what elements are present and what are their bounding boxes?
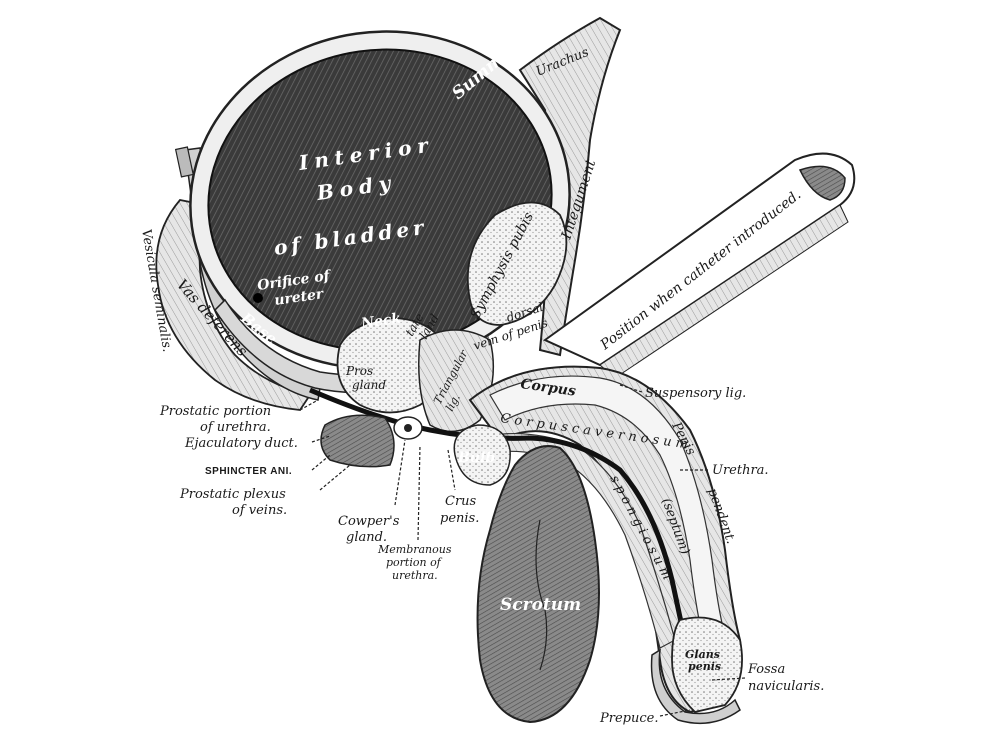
label-urethra: Urethra. <box>712 463 769 478</box>
label-membranous: Membranous <box>377 543 452 556</box>
leader-membranous <box>417 444 421 541</box>
leader-suspensory <box>619 384 643 393</box>
leader-prostatic-plexus <box>319 464 351 491</box>
leader-crus <box>447 449 456 491</box>
leader-cowpers <box>394 439 406 506</box>
scrotum-crease <box>535 519 548 671</box>
label-glans-penis: penis <box>688 660 721 673</box>
leader-prostatic-portion <box>299 399 319 411</box>
cowpers-gland-center <box>404 424 412 432</box>
label-navicularis: navicularis. <box>748 679 824 694</box>
label-portion-of: portion of <box>386 556 443 569</box>
sphincter-ani <box>320 414 395 468</box>
orifice-of-ureter-mark <box>253 293 263 303</box>
label-of-veins: of veins. <box>232 503 287 518</box>
label-membranous-urethra: urethra. <box>392 569 438 582</box>
leader-ejaculatory <box>311 435 331 443</box>
label-bulb: Bulb <box>457 450 495 466</box>
label-prostate-1: Pros <box>345 364 373 378</box>
catheter-position <box>543 152 856 367</box>
label-prostatic-portion: Prostatic portion <box>159 404 271 419</box>
ureter-stub <box>174 146 194 178</box>
label-ejaculatory-duct: Ejaculatory duct. <box>184 436 298 451</box>
label-prostatic-plexus: Prostatic plexus <box>179 487 286 502</box>
label-cowpers: Cowper's <box>338 514 400 529</box>
label-fossa: Fossa <box>747 662 785 677</box>
bulb <box>453 424 511 486</box>
label-prostate-2: gland <box>352 378 386 392</box>
label-neck: Neck <box>359 311 402 333</box>
leader-fossa <box>711 677 746 681</box>
label-prepuce: Prepuce. <box>599 711 658 726</box>
leader-sphincter <box>311 454 331 471</box>
glans-penis <box>671 616 743 713</box>
label-penis-crus: penis. <box>440 511 479 526</box>
label-gland: gland. <box>346 530 387 545</box>
label-of-urethra: of urethra. <box>200 420 271 435</box>
label-ureter: ureter <box>273 286 326 309</box>
label-scrotum: Scrotum <box>500 595 581 615</box>
prepuce <box>650 648 741 725</box>
label-crus: Crus <box>445 494 477 509</box>
leader-prepuce <box>659 709 691 717</box>
label-corpus: Corpus <box>519 376 577 400</box>
symphysis-pubis <box>466 201 568 326</box>
label-sphincter-ani: SPHINCTER ANI. <box>205 466 292 477</box>
label-suspensory-lig: Suspensory lig. <box>645 386 746 401</box>
catheter-tip <box>798 165 846 201</box>
label-glans: Glans <box>685 648 720 661</box>
